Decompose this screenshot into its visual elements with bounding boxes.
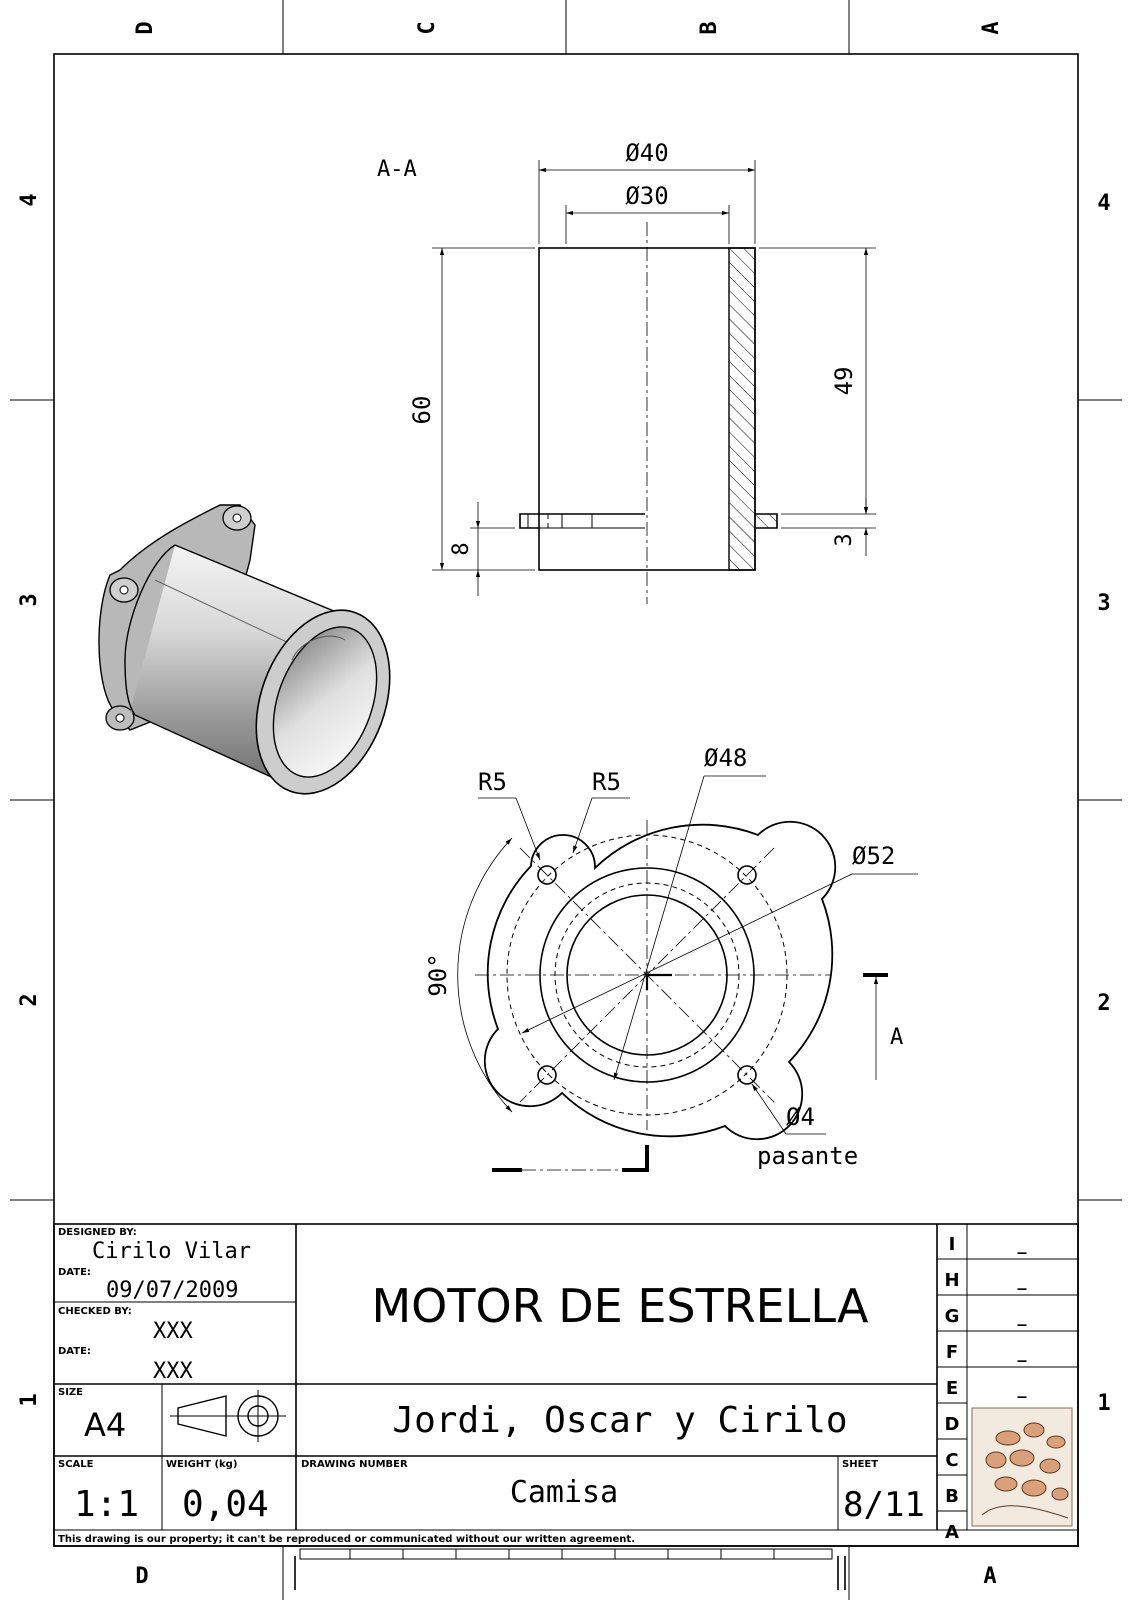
designed-by-value: Cirilo Vilar: [92, 1239, 251, 1264]
zone-label-left-4: 4: [17, 193, 42, 206]
bolt-hole-4: [737, 1065, 757, 1085]
logo-sketch: [981, 1422, 1069, 1519]
drawing-title: MOTOR DE ESTRELLA: [371, 1279, 869, 1333]
projection-symbol-icon: [170, 1390, 286, 1442]
checked-by-label: CHECKED BY:: [58, 1306, 132, 1317]
section-view: A-A Ø40 Ø30 60: [377, 139, 876, 604]
zone-label-top-b: B: [697, 21, 722, 34]
drawing-number-value: Camisa: [510, 1475, 618, 1510]
revision-letter: D: [945, 1414, 960, 1435]
dim-3: 3: [832, 533, 857, 546]
revision-value: _: [1018, 1306, 1027, 1327]
dim-60: 60: [408, 396, 436, 425]
revision-letter: I: [949, 1234, 956, 1255]
designed-by-label: DESIGNED BY:: [58, 1227, 137, 1238]
zone-label-top-d: D: [133, 21, 158, 34]
zone-label-left-1: 1: [17, 1393, 42, 1406]
scale-label: SCALE: [58, 1459, 94, 1470]
revision-value: _: [1018, 1342, 1027, 1363]
copyright-notice: This drawing is our property; it can't b…: [58, 1534, 635, 1545]
weight-value: 0,04: [182, 1484, 269, 1525]
scale-value: 1:1: [74, 1484, 139, 1525]
dim-8: 8: [449, 542, 474, 555]
revision-letter: H: [944, 1270, 959, 1291]
section-hatched-wall: [728, 247, 756, 571]
dim-r5-right: R5: [592, 768, 621, 796]
date-label: DATE:: [58, 1267, 91, 1278]
checked-by-value: XXX: [153, 1319, 193, 1344]
date2-value: XXX: [153, 1359, 193, 1384]
zone-label-top-a: A: [979, 21, 1004, 34]
size-value: A4: [84, 1406, 126, 1444]
zone-label-top-c: C: [415, 21, 440, 34]
revision-letter: F: [946, 1342, 958, 1363]
bolt-hole-2: [737, 865, 757, 885]
front-view: A R5 R5 Ø48 Ø52 90° Ø4 pasante: [424, 744, 918, 1172]
zone-label-right-4: 4: [1097, 191, 1110, 216]
authors: Jordi, Oscar y Cirilo: [392, 1400, 847, 1441]
drawing-number-label: DRAWING NUMBER: [301, 1459, 408, 1470]
section-label: A-A: [377, 157, 417, 182]
dim-d4: Ø4: [786, 1103, 815, 1131]
size-label: SIZE: [58, 1387, 83, 1398]
zone-label-right-2: 2: [1097, 991, 1110, 1016]
cut-label-a: A: [890, 1025, 903, 1050]
isometric-view: [98, 504, 391, 795]
dim-d30: Ø30: [625, 182, 668, 210]
sheet-value: 8/11: [843, 1485, 925, 1525]
bolt-hole-3: [537, 1065, 557, 1085]
dim-49: 49: [830, 367, 858, 396]
hole-note: pasante: [757, 1142, 858, 1170]
zone-label-right-3: 3: [1097, 591, 1110, 616]
dim-90deg: 90°: [424, 953, 452, 996]
dim-d52: Ø52: [852, 842, 895, 870]
revision-letter: C: [945, 1450, 958, 1471]
zone-label-right-1: 1: [1097, 1391, 1110, 1416]
date-value: 09/07/2009: [106, 1278, 238, 1303]
bolt-hole-1: [537, 865, 557, 885]
date2-label: DATE:: [58, 1346, 91, 1357]
zone-label-left-2: 2: [17, 993, 42, 1006]
revision-letter: B: [945, 1486, 959, 1507]
weight-label: WEIGHT (kg): [166, 1459, 237, 1470]
dim-r5-left: R5: [478, 768, 507, 796]
flange-left: [519, 513, 539, 529]
revision-letter: A: [945, 1522, 959, 1543]
revision-value: _: [1018, 1234, 1027, 1255]
zone-label-bottom-d: D: [135, 1564, 148, 1589]
title-block: [53, 1223, 1079, 1547]
dim-d40: Ø40: [625, 139, 668, 167]
revision-letter: G: [945, 1306, 960, 1327]
front-outline: [483, 820, 837, 1141]
zone-label-bottom-a: A: [983, 1564, 996, 1589]
revision-value: _: [1018, 1270, 1027, 1291]
zone-label-left-3: 3: [17, 593, 42, 606]
sheet-label: SHEET: [842, 1459, 878, 1470]
dim-d48: Ø48: [704, 744, 747, 772]
revision-letter: E: [946, 1378, 958, 1399]
revision-value: _: [1018, 1378, 1027, 1399]
